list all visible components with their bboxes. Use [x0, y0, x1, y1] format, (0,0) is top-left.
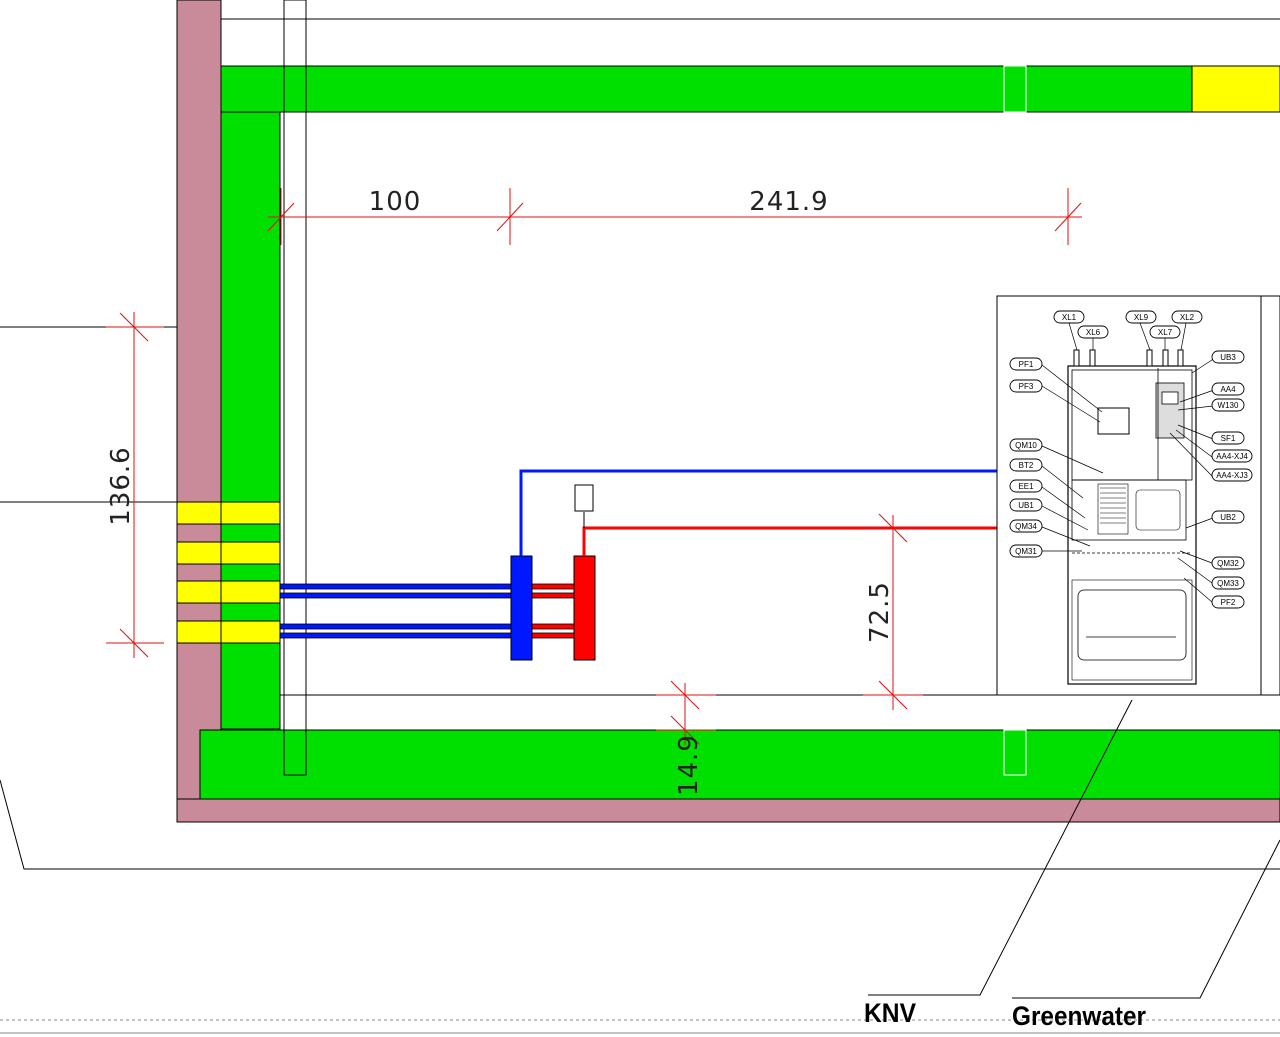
label-knv: KNV [864, 998, 916, 1028]
tag-qm32: QM32 [1217, 559, 1239, 568]
cold-manifold [510, 555, 533, 661]
unit-display [1097, 407, 1130, 435]
label-greenwater: Greenwater [1012, 1001, 1146, 1031]
tag-xl6: XL6 [1086, 328, 1101, 337]
hot-manifold [573, 555, 596, 661]
tag-pf1: PF1 [1019, 360, 1034, 369]
cold-pipe [279, 623, 514, 630]
tag-ub2: UB2 [1220, 513, 1236, 522]
heat-pump-unit: XL1 XL6 XL9 XL7 XL2 UB3 PF1 PF3 AA4 W130… [996, 295, 1280, 696]
cold-pipe [279, 583, 514, 590]
opening-marker-bottom [1003, 729, 1027, 776]
insulation-top [220, 65, 1280, 113]
hot-supply-line [582, 526, 1058, 556]
tag-pf2: PF2 [1221, 598, 1236, 607]
hot-pipe [531, 632, 575, 639]
cold-supply-line [519, 469, 998, 556]
highlight-block-top [1191, 65, 1280, 113]
dimension-label-14: 14.9 [674, 734, 704, 796]
hot-pipe [531, 583, 575, 590]
hot-pipe [531, 623, 575, 630]
valve-box [574, 484, 594, 512]
tag-qm31: QM31 [1015, 547, 1037, 556]
penetration-block [176, 580, 281, 604]
outline-line [0, 779, 1280, 870]
tag-pf3: PF3 [1019, 382, 1034, 391]
dimension-label-136: 136.6 [106, 446, 136, 525]
unit-control-panel [1155, 382, 1185, 439]
vertical-duct [283, 0, 307, 776]
tag-aa4-xj4: AA4-XJ4 [1216, 452, 1248, 461]
tag-aa4: AA4 [1220, 385, 1236, 394]
penetration-block [176, 620, 281, 644]
exterior-wall-bottom [176, 798, 1280, 823]
tag-sf1: SF1 [1221, 434, 1236, 443]
tag-xl2: XL2 [1180, 313, 1195, 322]
tag-xl9: XL9 [1134, 313, 1149, 322]
dimension-label-241: 241.9 [749, 187, 828, 217]
tag-qm34: QM34 [1015, 522, 1037, 531]
tag-xl7: XL7 [1158, 328, 1173, 337]
penetration-block [176, 501, 281, 525]
tag-qm10: QM10 [1015, 441, 1037, 450]
tag-bt2: BT2 [1019, 461, 1034, 470]
tag-ee1: EE1 [1018, 482, 1034, 491]
dimension-label-100: 100 [369, 187, 422, 217]
hot-pipe [531, 592, 575, 599]
cold-pipe [279, 592, 514, 599]
cold-pipe [279, 632, 514, 639]
knv-leader-line [868, 699, 1133, 996]
tag-qm33: QM33 [1217, 579, 1239, 588]
tag-ub1: UB1 [1018, 501, 1034, 510]
opening-marker-top [1003, 65, 1027, 113]
tag-aa4-xj3: AA4-XJ3 [1216, 471, 1248, 480]
dimension-lines [106, 188, 1082, 745]
pipe-runs [279, 469, 1058, 661]
penetration-block [176, 541, 281, 565]
exterior-wall-left [176, 0, 222, 823]
dimension-label-72: 72.5 [865, 581, 895, 643]
pipe-penetrations [176, 501, 281, 644]
greenwater-leader-line [1012, 839, 1280, 999]
insulation-bottom [199, 729, 1280, 800]
tag-xl1: XL1 [1062, 313, 1077, 322]
tag-ub3: UB3 [1220, 353, 1236, 362]
tag-w130: W130 [1218, 401, 1239, 410]
